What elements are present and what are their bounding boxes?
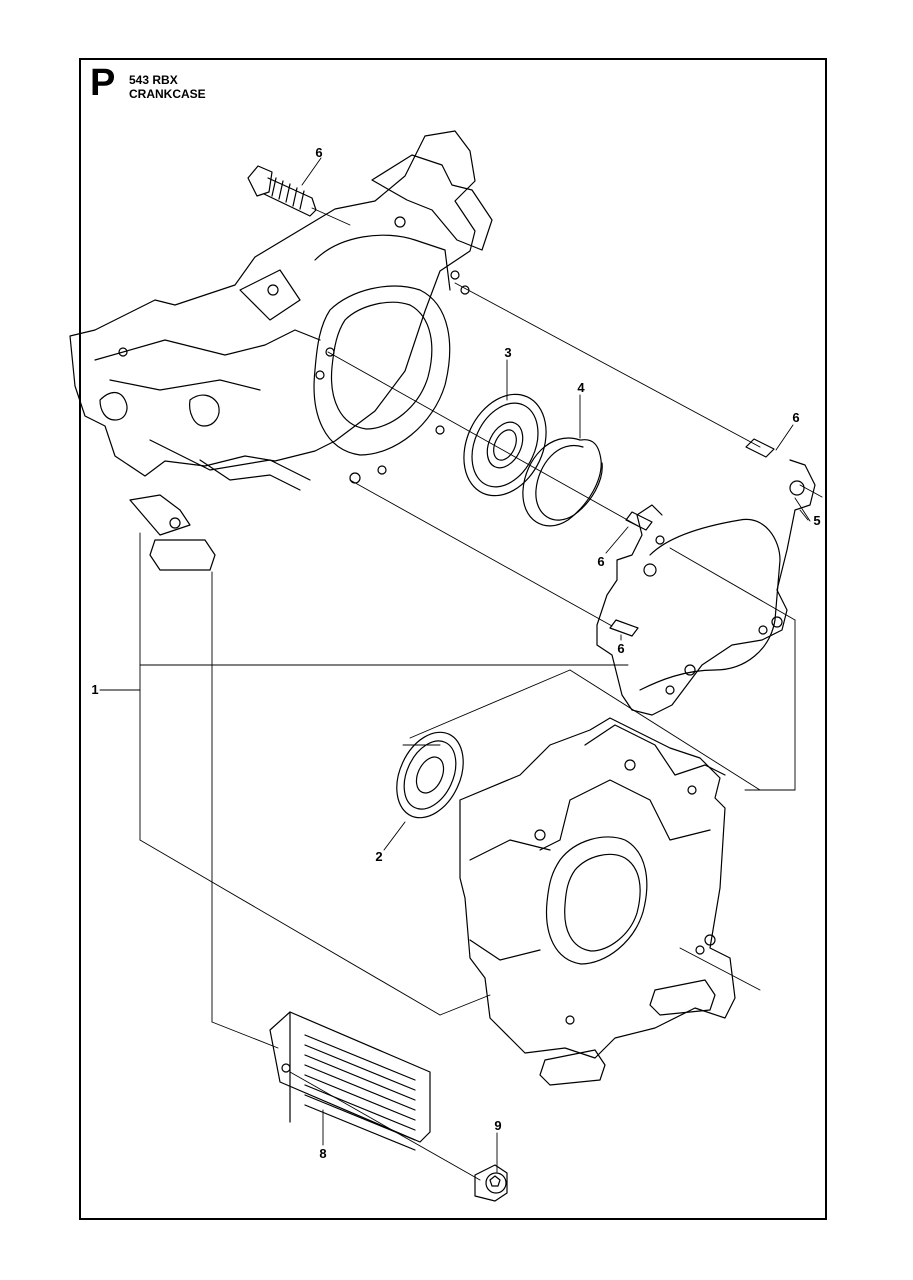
diagram-title: CRANKCASE	[129, 87, 206, 101]
callout-label-6a: 6	[792, 410, 799, 425]
callout-label-1: 1	[91, 682, 98, 697]
callout-label-3: 3	[504, 345, 511, 360]
callout-label-9: 9	[494, 1118, 501, 1133]
callout-label-7: 6	[315, 145, 322, 160]
screw-7-icon	[247, 165, 317, 217]
protection-plate-8-icon	[269, 1011, 431, 1151]
callout-label-4: 4	[577, 380, 585, 395]
section-letter: P	[90, 62, 116, 104]
model-name: 543 RBX	[129, 73, 178, 87]
callout-labels: 6 3 4 6 5 6 6 1 2 8 9	[91, 145, 820, 1161]
gasket-5-icon	[596, 459, 816, 716]
callout-label-8: 8	[319, 1146, 326, 1161]
page-frame	[79, 58, 827, 1220]
bearing-3-icon	[463, 393, 547, 497]
bearing-2-icon	[396, 731, 464, 819]
callout-label-6b: 6	[597, 554, 604, 569]
callout-label-5: 5	[813, 513, 820, 528]
screw-9-icon	[474, 1164, 508, 1202]
guide-pin-6-icons	[609, 438, 775, 637]
crankcase-half-upper-icon	[69, 130, 493, 571]
callout-label-6c: 6	[617, 641, 624, 656]
callout-leaders	[99, 157, 809, 1173]
crankcase-half-lower-icon	[459, 717, 736, 1086]
callout-label-2: 2	[375, 849, 382, 864]
assembly-lines	[139, 207, 823, 1181]
circlip-4-icon	[522, 437, 603, 527]
